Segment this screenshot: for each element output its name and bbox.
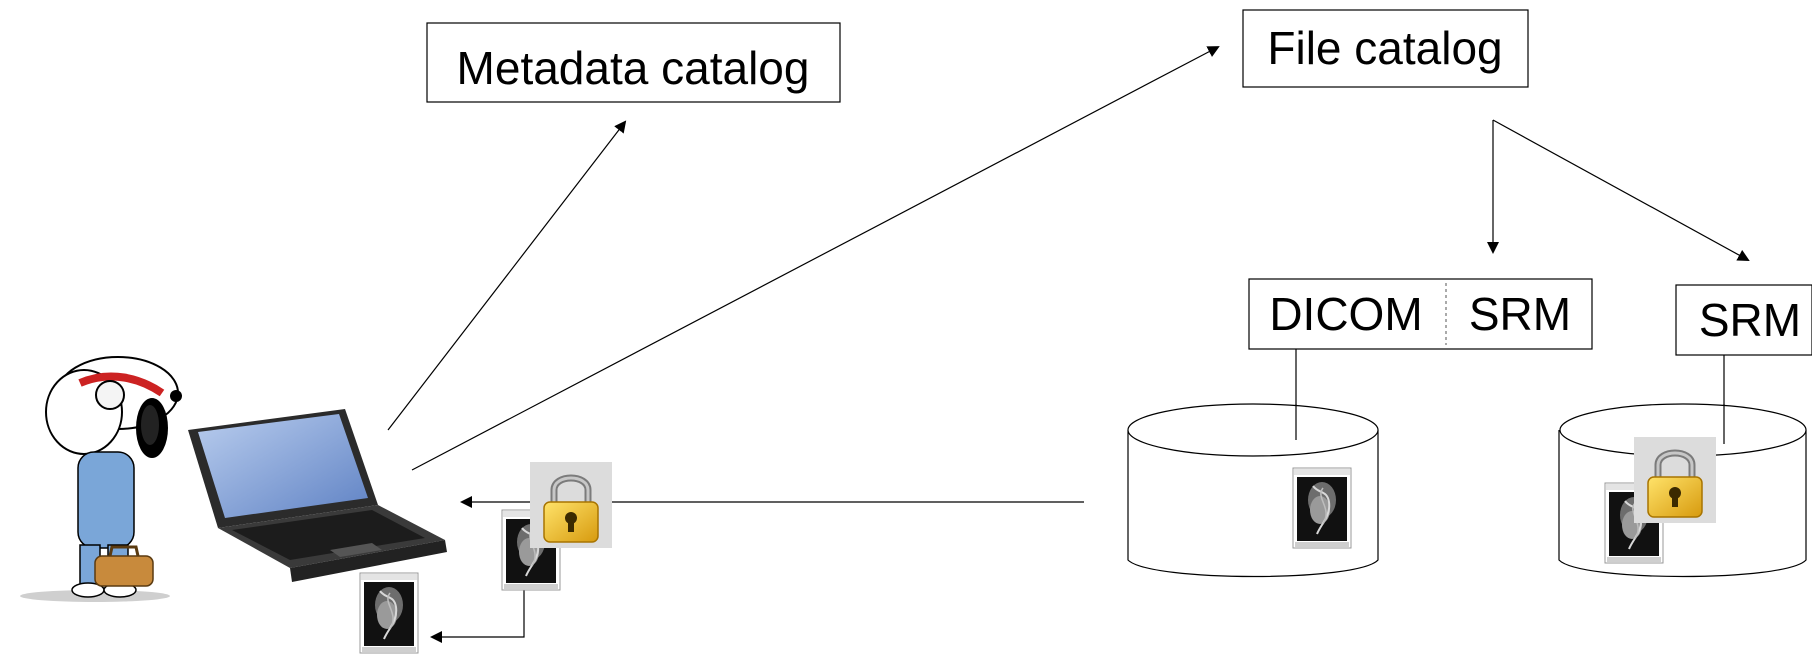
- database-cylinder-icon: [1558, 403, 1807, 578]
- srm-node: SRM: [1675, 284, 1812, 444]
- file-catalog-box: [1242, 9, 1529, 88]
- arrow-decrypt-to-image: [430, 590, 525, 643]
- srm-right-label: SRM: [1699, 294, 1801, 346]
- arrow-client-to-file-catalog: [411, 46, 1220, 471]
- dicom-srm-box: [1248, 278, 1593, 350]
- medical-image-thumbnail-icon: [1292, 467, 1352, 549]
- metadata-catalog-box: [426, 22, 841, 103]
- dicom-label: DICOM: [1269, 288, 1422, 340]
- database-cylinder-icon: [1127, 403, 1379, 578]
- medical-image-thumbnail-icon: [359, 572, 419, 654]
- srm-label: SRM: [1469, 288, 1571, 340]
- laptop-icon: [188, 409, 447, 582]
- doctor-snoopy-icon: [20, 356, 182, 602]
- connections: [387, 46, 1750, 643]
- encrypted-file-icon: [501, 462, 612, 591]
- dicom-srm-node: DICOM SRM: [1248, 278, 1593, 440]
- lock-icon: [1634, 437, 1716, 523]
- file-catalog-label: File catalog: [1267, 22, 1502, 74]
- lock-icon: [530, 462, 612, 548]
- metadata-catalog-label: Metadata catalog: [457, 42, 810, 94]
- arrow-client-to-metadata-catalog: [387, 120, 627, 431]
- file-catalog-node: File catalog: [1242, 9, 1529, 88]
- srm-box: [1675, 284, 1812, 356]
- arrow-file-catalog-to-srm: [1492, 119, 1750, 261]
- metadata-catalog-node: Metadata catalog: [426, 22, 841, 103]
